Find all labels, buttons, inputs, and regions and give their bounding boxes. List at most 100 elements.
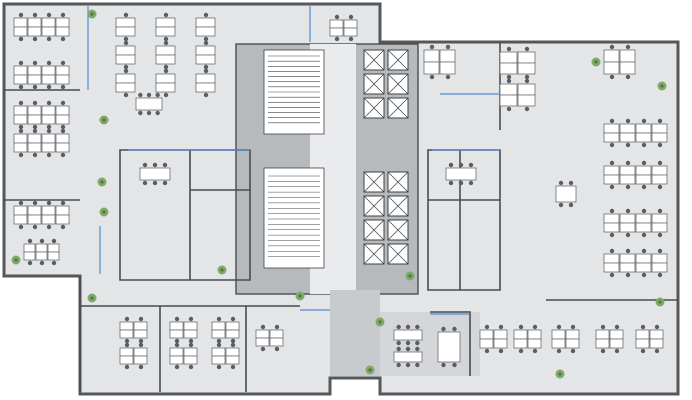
desk-icon xyxy=(169,347,184,365)
chair-icon xyxy=(60,100,66,106)
chair-icon xyxy=(609,74,615,80)
desk-icon xyxy=(23,243,36,261)
desk-icon xyxy=(55,65,70,85)
chair-icon xyxy=(18,152,24,158)
chair-icon xyxy=(32,60,38,66)
chair-icon xyxy=(123,64,129,70)
chair-icon xyxy=(174,342,180,348)
desk-icon xyxy=(55,133,70,153)
chair-icon xyxy=(600,324,606,330)
plant-icon xyxy=(375,317,385,327)
chair-icon xyxy=(641,118,647,124)
chair-icon xyxy=(641,208,647,214)
desk-icon xyxy=(211,321,226,339)
chair-icon xyxy=(18,124,24,130)
desk-icon xyxy=(47,243,60,261)
desk-icon xyxy=(13,65,28,85)
chair-icon xyxy=(18,84,24,90)
chair-icon xyxy=(625,208,631,214)
chair-icon xyxy=(348,14,354,20)
chair-icon xyxy=(203,64,209,70)
chair-icon xyxy=(174,316,180,322)
meeting-table xyxy=(139,162,171,186)
desk-icon xyxy=(225,321,240,339)
desk-icon xyxy=(115,73,136,93)
workstation-layer xyxy=(13,12,668,370)
chair-icon xyxy=(518,324,524,330)
desk-icon xyxy=(603,165,620,185)
desk-icon xyxy=(13,105,28,125)
chair-icon xyxy=(625,142,631,148)
chair-icon xyxy=(163,92,169,98)
desk-icon xyxy=(527,329,542,349)
chair-icon xyxy=(138,342,144,348)
chair-icon xyxy=(657,232,663,238)
chair-icon xyxy=(27,238,33,244)
elevator-icon xyxy=(387,171,409,193)
chair-icon xyxy=(32,84,38,90)
chair-icon xyxy=(570,348,576,354)
desk-icon xyxy=(329,19,344,37)
chair-icon xyxy=(657,208,663,214)
chair-icon xyxy=(334,14,340,20)
desk-icon xyxy=(27,17,42,37)
desk-icon xyxy=(603,253,620,273)
plant-icon xyxy=(99,207,109,217)
elevator-icon xyxy=(387,49,409,71)
chair-icon xyxy=(657,272,663,278)
chair-icon xyxy=(18,36,24,42)
desk-icon xyxy=(499,51,518,75)
chair-icon xyxy=(60,124,66,130)
chair-icon xyxy=(46,36,52,42)
elevator-icon xyxy=(363,219,385,241)
chair-icon xyxy=(614,324,620,330)
chair-icon xyxy=(445,74,451,80)
desk-icon xyxy=(603,123,620,143)
chair-icon xyxy=(216,316,222,322)
meeting-table xyxy=(393,324,423,346)
desk-icon xyxy=(41,105,56,125)
desk-icon xyxy=(619,253,636,273)
desk-icon xyxy=(619,49,636,75)
chair-icon xyxy=(570,324,576,330)
chair-icon xyxy=(123,92,129,98)
chair-icon xyxy=(640,324,646,330)
chair-icon xyxy=(123,12,129,18)
chair-icon xyxy=(27,260,33,266)
plant-icon xyxy=(87,293,97,303)
elevator-bank-north xyxy=(363,49,409,119)
elevator-icon xyxy=(363,73,385,95)
desk-icon xyxy=(609,329,624,349)
chair-icon xyxy=(138,338,144,344)
desk-icon xyxy=(651,123,668,143)
desk-icon xyxy=(41,17,56,37)
desk-icon xyxy=(133,321,148,339)
desk-icon xyxy=(423,49,440,75)
elevator-icon xyxy=(363,195,385,217)
plant-icon xyxy=(655,297,665,307)
chair-icon xyxy=(123,36,129,42)
chair-icon xyxy=(230,316,236,322)
desk-icon xyxy=(269,329,284,347)
stairwell-north xyxy=(263,49,325,135)
chair-icon xyxy=(203,92,209,98)
chair-icon xyxy=(32,124,38,130)
chair-icon xyxy=(124,338,130,344)
elevator-icon xyxy=(363,49,385,71)
chair-icon xyxy=(625,272,631,278)
chair-icon xyxy=(625,74,631,80)
chair-icon xyxy=(641,232,647,238)
chair-icon xyxy=(60,224,66,230)
desk-icon xyxy=(55,205,70,225)
chair-icon xyxy=(163,64,169,70)
chair-icon xyxy=(625,184,631,190)
chair-icon xyxy=(506,78,512,84)
desk-icon xyxy=(479,329,494,349)
desk-icon xyxy=(119,321,134,339)
chair-icon xyxy=(506,46,512,52)
chair-icon xyxy=(188,338,194,344)
elevator-icon xyxy=(387,243,409,265)
desk-icon xyxy=(651,165,668,185)
desk-icon xyxy=(115,45,136,65)
